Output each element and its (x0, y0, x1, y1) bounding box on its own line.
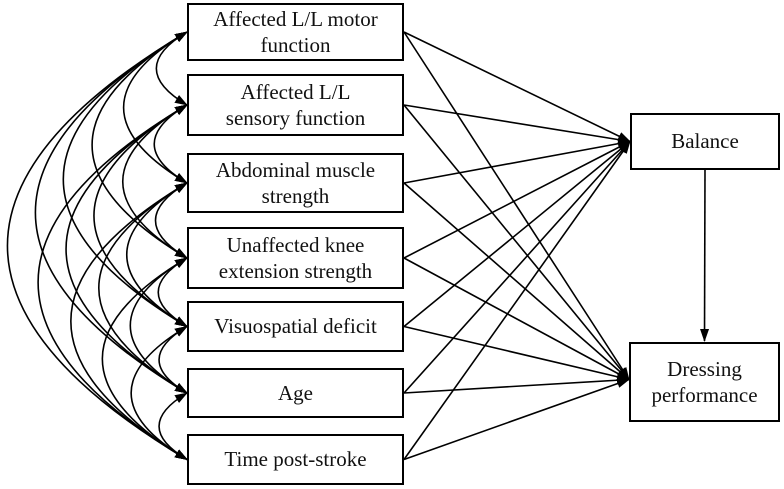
correlation-arc-knee-time (101, 257, 188, 461)
correlation-arc-sensory-time (37, 104, 188, 461)
path-sensory-dressing (403, 104, 630, 381)
node-age: Age (187, 368, 404, 418)
path-sensory-balance (403, 104, 631, 145)
correlation-arc-age-time (158, 392, 188, 461)
correlation-arc-motor-age (34, 31, 188, 394)
path-time-dressing (403, 378, 630, 461)
node-sensory: Affected L/L sensory function (187, 74, 404, 136)
node-balance: Balance (630, 113, 780, 170)
path-visuospatial-balance (403, 140, 631, 328)
path-abdominal-dressing (403, 182, 630, 381)
node-visuospatial: Visuospatial deficit (187, 301, 404, 352)
correlation-arc-motor-abdominal (122, 31, 188, 184)
correlation-arc-abdominal-time (70, 182, 188, 461)
correlation-arc-abdominal-knee (154, 182, 188, 259)
correlation-arc-motor-sensory (155, 31, 188, 106)
correlation-arc-knee-visuospatial (157, 257, 188, 328)
node-abdominal: Abdominal muscle strength (187, 153, 404, 213)
correlation-arc-sensory-visuospatial (93, 104, 188, 328)
path-abdominal-balance (403, 139, 631, 184)
node-time: Time post-stroke (187, 434, 404, 485)
correlation-arc-visuospatial-time (130, 325, 188, 461)
path-motor-dressing (403, 31, 630, 381)
path-knee-balance (403, 140, 631, 259)
correlation-arc-abdominal-age (98, 182, 188, 394)
path-balance-dressing (700, 169, 710, 342)
node-motor: Affected L/L motor function (187, 3, 404, 61)
path-knee-dressing (403, 257, 630, 381)
path-time-balance (403, 140, 631, 460)
edges-group (6, 31, 710, 461)
correlation-arc-motor-visuospatial (62, 31, 188, 328)
path-motor-balance (403, 31, 631, 143)
correlation-arc-sensory-knee (121, 104, 188, 259)
correlation-arc-motor-time (6, 31, 188, 461)
node-knee: Unaffected knee extension strength (187, 227, 404, 289)
correlation-arc-sensory-age (65, 104, 188, 394)
correlation-arc-visuospatial-age (158, 325, 188, 394)
path-visuospatial-dressing (403, 325, 630, 382)
node-dressing: Dressing performance (629, 342, 780, 422)
correlation-arc-motor-knee (91, 31, 188, 259)
correlation-arc-knee-age (129, 257, 188, 394)
path-age-balance (403, 140, 631, 394)
path-age-dressing (403, 375, 630, 394)
correlation-arc-sensory-abdominal (153, 104, 188, 184)
